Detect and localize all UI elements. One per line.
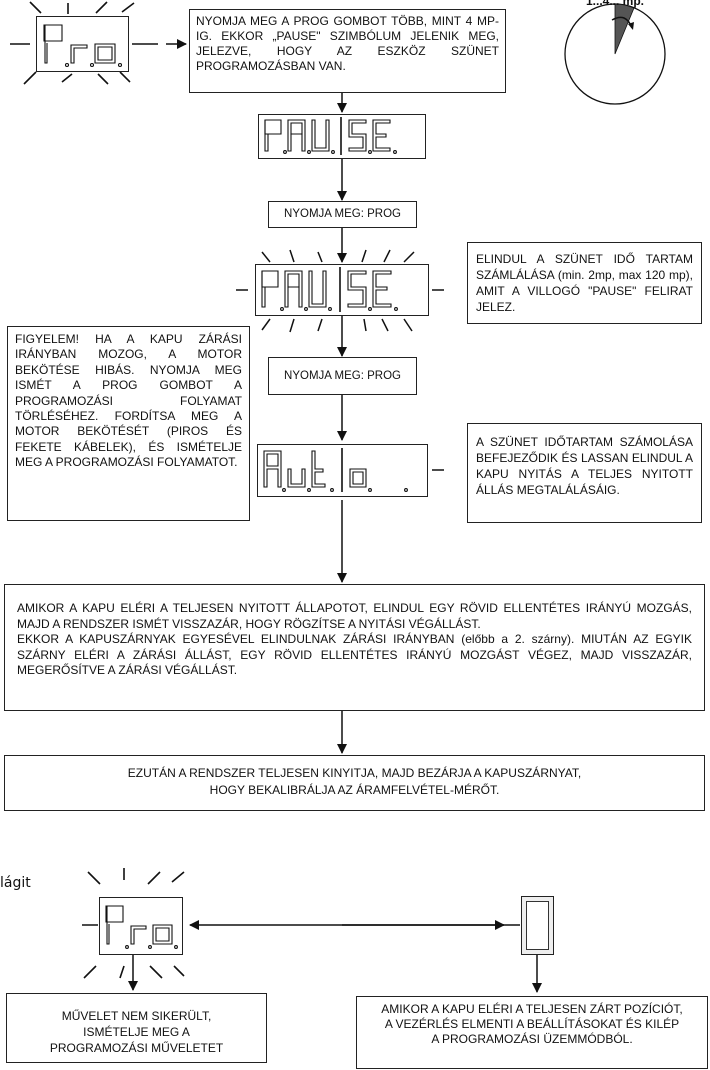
timer-dial: [564, 3, 666, 105]
lcd-glyphs-auto: [263, 448, 408, 492]
lcd-glyphs-pause: [264, 117, 397, 155]
step-1-box: NYOMJA MEG A PROG GOMBOT TÖBB, MINT 4 MP…: [189, 9, 506, 93]
lcd-blank-inner: [526, 901, 549, 950]
clipped-text-fragment: lágit: [0, 875, 31, 891]
warning-box: FIGYELEM! HA A KAPU ZÁRÁSI IRÁNYBAN MOZO…: [7, 326, 250, 521]
lcd-display-pause: [258, 114, 426, 159]
lcd-display-pro-bottom: [99, 897, 183, 955]
open-close-box: AMIKOR A KAPU ELÉRI A TELJESEN NYITOTT Á…: [4, 584, 705, 711]
open-close-paragraph-1: AMIKOR A KAPU ELÉRI A TELJESEN NYITOTT Á…: [17, 601, 692, 631]
press-prog-box-1: NYOMJA MEG: PROG: [268, 201, 417, 228]
press-prog-box-2: NYOMJA MEG: PROG: [268, 357, 417, 395]
calibrate-box: EZUTÁN A RENDSZER TELJESEN KINYITJA, MAJ…: [4, 755, 705, 811]
success-box: AMIKOR A KAPU ELÉRI A TELJESEN ZÁRT POZÍ…: [356, 996, 708, 1069]
lcd-glyphs-pro: [43, 24, 123, 68]
fail-box: MŰVELET NEM SIKERÜLT, ISMÉTELJE MEG A PR…: [6, 993, 267, 1063]
auto-open-box: A SZÜNET IDŐTARTAM SZÁMOLÁSA BEFEJEZŐDIK…: [467, 423, 702, 523]
lcd-display-blank: [521, 896, 554, 955]
lcd-glyphs-pro-bottom: [105, 905, 178, 949]
lcd-display-pro-top: [36, 16, 129, 72]
open-close-paragraph-2: EKKOR A KAPUSZÁRNYAK EGYESÉVEL ELINDULNA…: [17, 632, 692, 677]
lcd-glyphs-pause-flashing: [261, 267, 398, 312]
pause-count-box: ELINDUL A SZÜNET IDŐ TARTAM SZÁMLÁLÁSA (…: [467, 242, 702, 324]
lcd-display-pause-flashing: [255, 264, 429, 316]
lcd-display-auto: [257, 444, 428, 497]
timer-caption: 1...4... mp.: [586, 0, 645, 8]
